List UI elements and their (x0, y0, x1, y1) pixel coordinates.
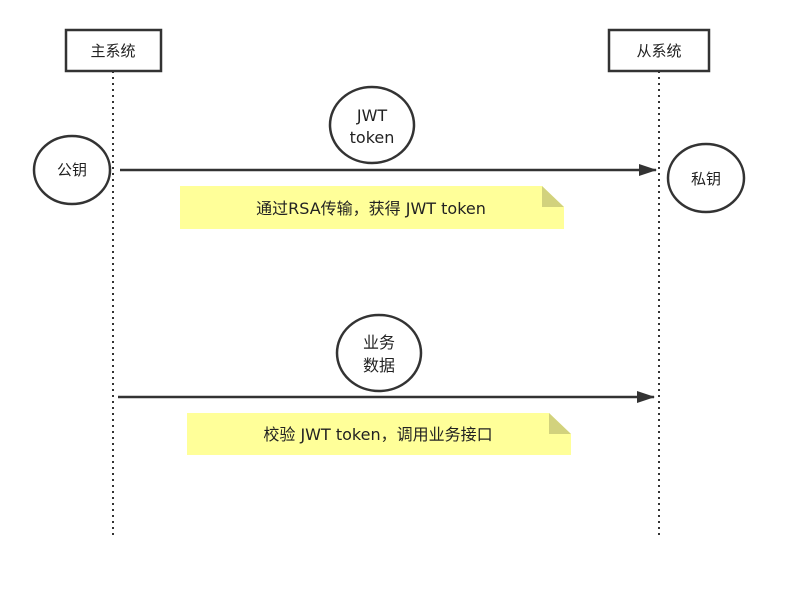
message-2-bubble-line-1: 业务 (363, 333, 395, 352)
sub-system-participant: 从系统 (607, 28, 711, 73)
main-system-label: 主系统 (90, 42, 135, 60)
private-key-label: 私钥 (691, 170, 721, 188)
message-2-note: 校验 JWT token，调用业务接口 (187, 413, 571, 455)
private-key-node: 私钥 (666, 142, 746, 214)
public-key-label: 公钥 (57, 161, 87, 179)
message-1-bubble-line-1: JWT (356, 106, 388, 125)
message-1-note-text: 通过RSA传输，获得 JWT token (256, 199, 486, 218)
message-1-bubble: JWT token (328, 85, 416, 165)
message-1: JWT token 通过RSA传输，获得 JWT token (120, 85, 657, 229)
message-2-bubble-line-2: 数据 (363, 356, 395, 375)
public-key-node: 公钥 (32, 134, 112, 206)
message-2-bubble: 业务 数据 (335, 313, 423, 393)
message-1-note: 通过RSA传输，获得 JWT token (180, 186, 564, 229)
message-2-note-text: 校验 JWT token，调用业务接口 (263, 425, 492, 444)
main-system-participant: 主系统 (64, 28, 163, 73)
message-1-bubble-line-2: token (350, 128, 395, 147)
message-2: 业务 数据 校验 JWT token，调用业务接口 (118, 313, 655, 455)
sub-system-label: 从系统 (636, 42, 681, 60)
